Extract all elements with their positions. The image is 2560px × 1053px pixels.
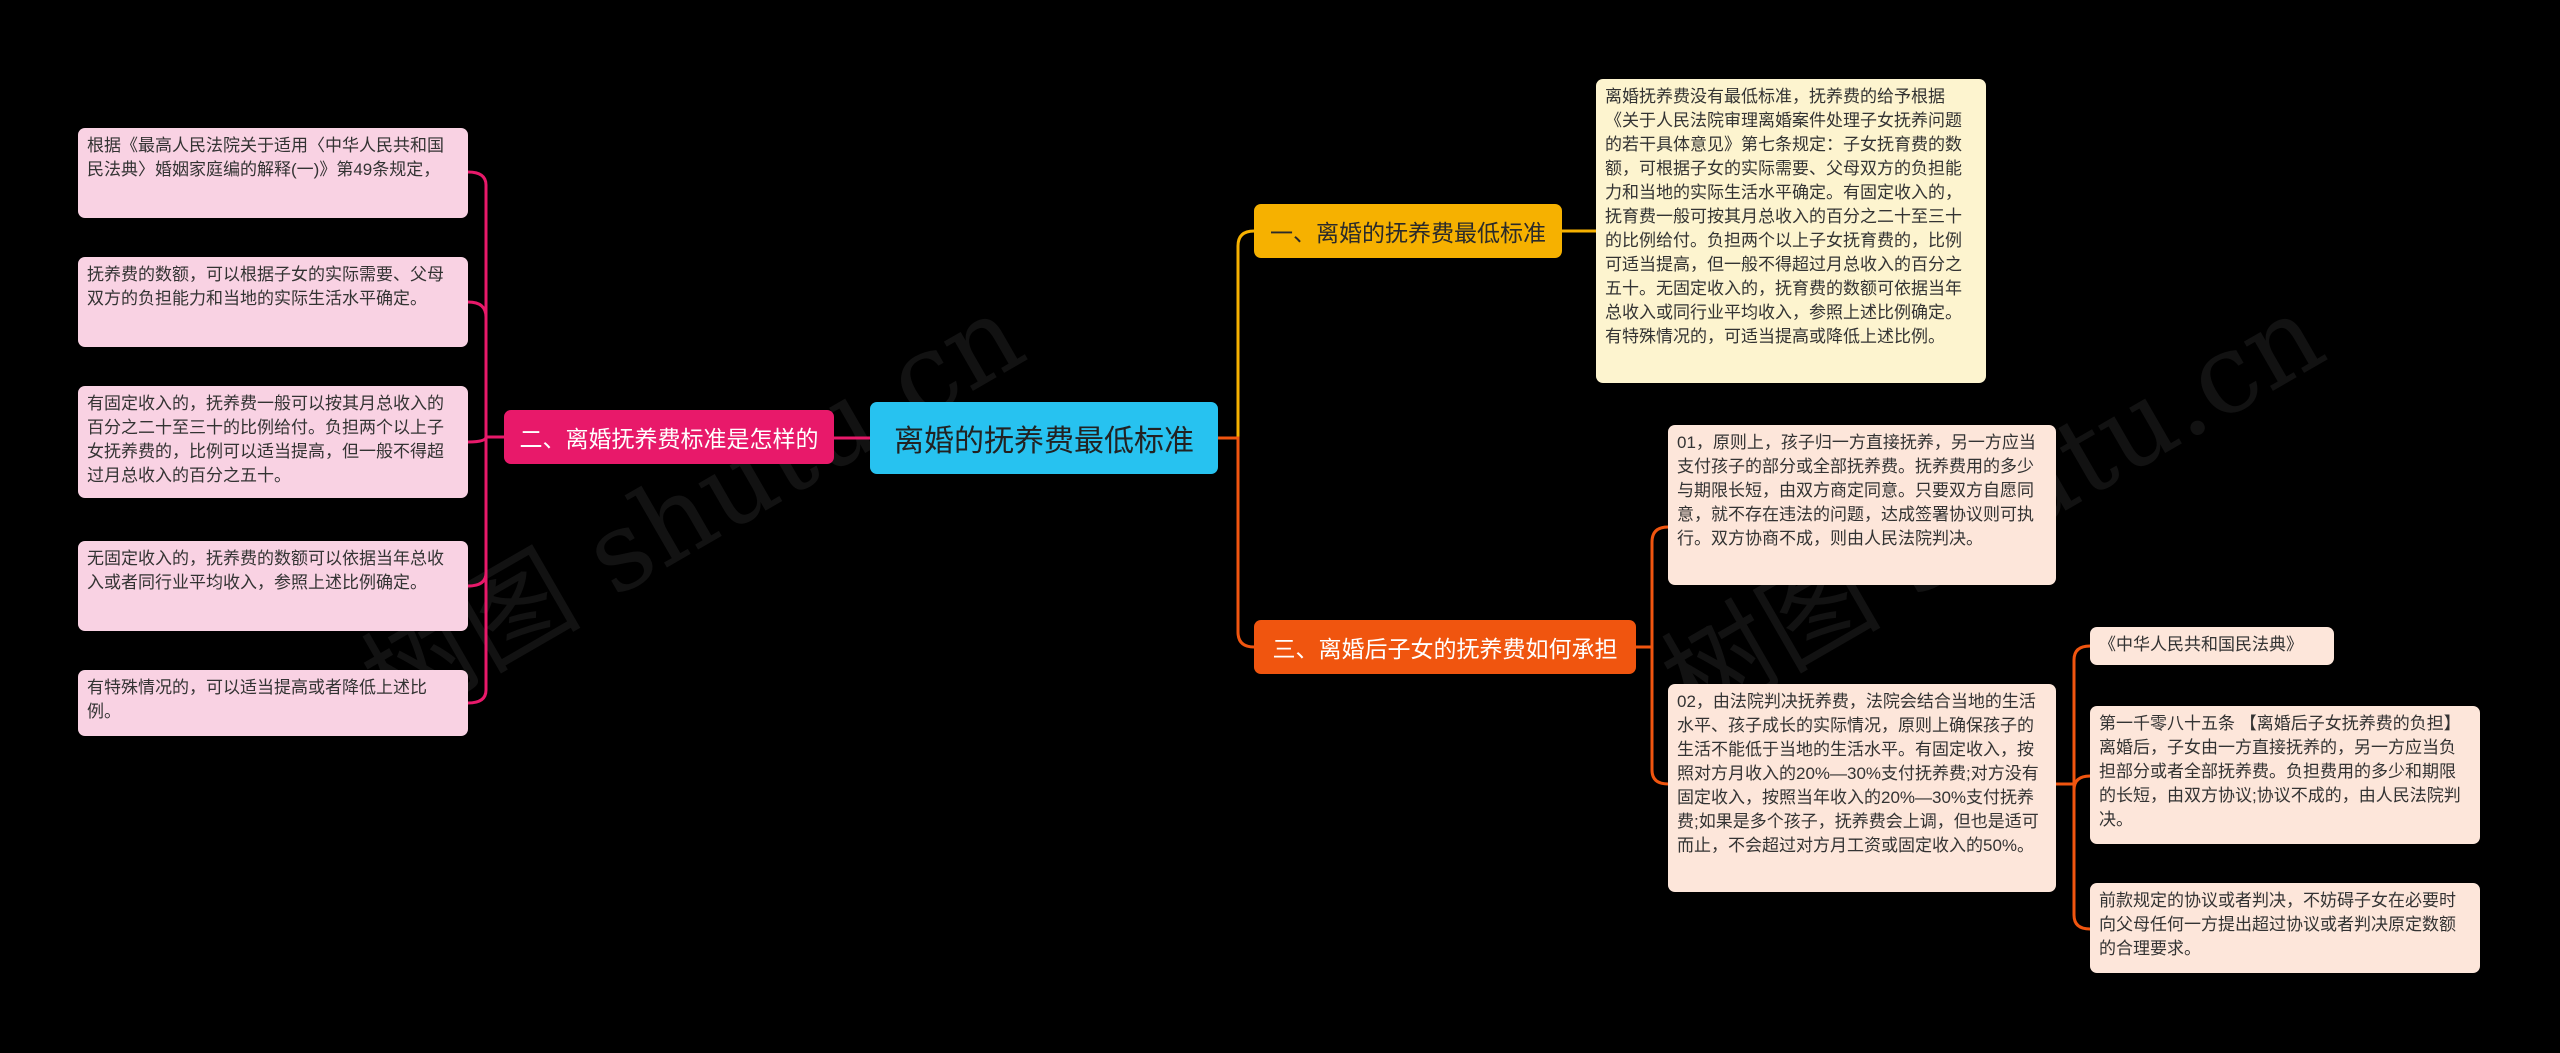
- leaf-legal-basis[interactable]: 根据《最高人民法院关于适用〈中华人民共和国民法典〉婚姻家庭编的解释(一)》第49…: [78, 128, 468, 218]
- connector-leaf2-subleaf2: [2072, 774, 2091, 791]
- leaf-no-fixed-income[interactable]: 无固定收入的，抚养费的数额可以依据当年总收入或者同行业平均收入，参照上述比例确定…: [78, 541, 468, 631]
- branch-how-to-bear[interactable]: 三、离婚后子女的抚养费如何承担: [1254, 620, 1636, 674]
- leaf-min-standard-detail[interactable]: 离婚抚养费没有最低标准，抚养费的给予根据《关于人民法院审理离婚案件处理子女抚养问…: [1596, 79, 1986, 383]
- connector-branch2-leaf5: [467, 437, 488, 705]
- branch-min-standard[interactable]: 一、离婚的抚养费最低标准: [1254, 204, 1562, 258]
- leaf-amount-basis[interactable]: 抚养费的数额，可以根据子女的实际需要、父母双方的负担能力和当地的实际生活水平确定…: [78, 257, 468, 347]
- connector-branch2-leaf2: [467, 300, 488, 437]
- connector-branch2-leaf3: [467, 436, 488, 444]
- branch-standard-what[interactable]: 二、离婚抚养费标准是怎样的: [504, 410, 834, 464]
- root-node[interactable]: 离婚的抚养费最低标准: [870, 402, 1218, 474]
- connector-root-branch3: [1218, 436, 1255, 649]
- connector-branch2-leaf4: [467, 437, 488, 588]
- connector-root-branch1: [1218, 229, 1255, 440]
- connector-branch2-leaf1: [467, 170, 504, 439]
- connector-branch3-leaf2: [1650, 647, 1669, 786]
- subleaf-article-1085[interactable]: 第一千零八十五条 【离婚后子女抚养费的负担】离婚后，子女由一方直接抚养的，另一方…: [2090, 706, 2480, 844]
- leaf-special-cases[interactable]: 有特殊情况的，可以适当提高或者降低上述比例。: [78, 670, 468, 736]
- connector-leaf2-subleaf1: [2056, 644, 2091, 786]
- leaf-court-judgment[interactable]: 02，由法院判决抚养费，法院会结合当地的生活水平、孩子成长的实际情况，原则上确保…: [1668, 684, 2056, 892]
- connector-branch3-leaf1: [1636, 525, 1669, 649]
- subleaf-reasonable-request[interactable]: 前款规定的协议或者判决，不妨碍子女在必要时向父母任何一方提出超过协议或者判决原定…: [2090, 883, 2480, 973]
- leaf-fixed-income[interactable]: 有固定收入的，抚养费一般可以按其月总收入的百分之二十至三十的比例给付。负担两个以…: [78, 386, 468, 498]
- subleaf-civil-code[interactable]: 《中华人民共和国民法典》: [2090, 627, 2334, 665]
- connector-leaf2-subleaf3: [2072, 784, 2091, 931]
- leaf-agreement-principle[interactable]: 01，原则上，孩子归一方直接抚养，另一方应当支付孩子的部分或全部抚养费。抚养费用…: [1668, 425, 2056, 585]
